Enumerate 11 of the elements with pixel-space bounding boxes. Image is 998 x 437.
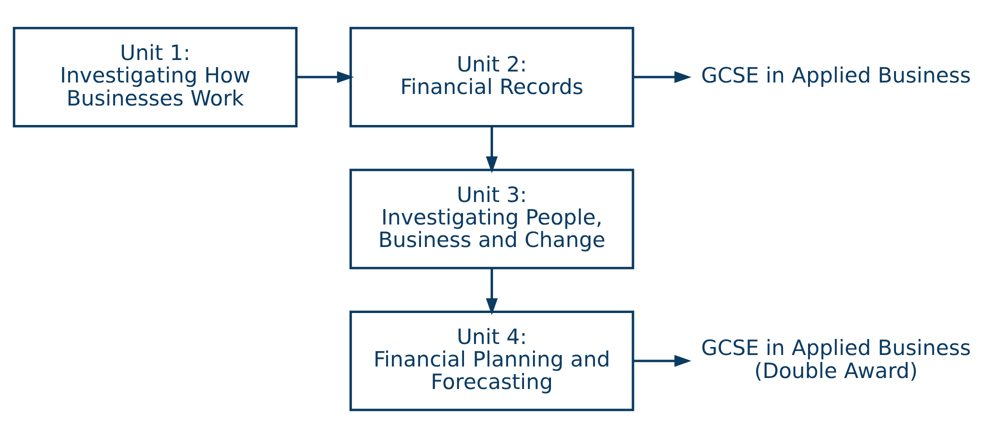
node-text: GCSE in Applied Business (Double Award)	[701, 334, 971, 382]
arrow	[296, 70, 354, 83]
node-box: Unit 2: Financial Records	[349, 26, 634, 127]
node-box: Unit 3: Investigating People, Business and Change	[349, 168, 634, 269]
arrow	[486, 268, 498, 315]
arrow	[486, 126, 498, 173]
arrow	[633, 354, 692, 366]
node-text: GCSE in Applied Business	[701, 62, 971, 88]
node-box: Unit 1: Investigating How Businesses Work	[12, 26, 298, 127]
node-box: Unit 4: Financial Planning and Forecasting	[349, 310, 634, 411]
arrow	[633, 70, 692, 83]
